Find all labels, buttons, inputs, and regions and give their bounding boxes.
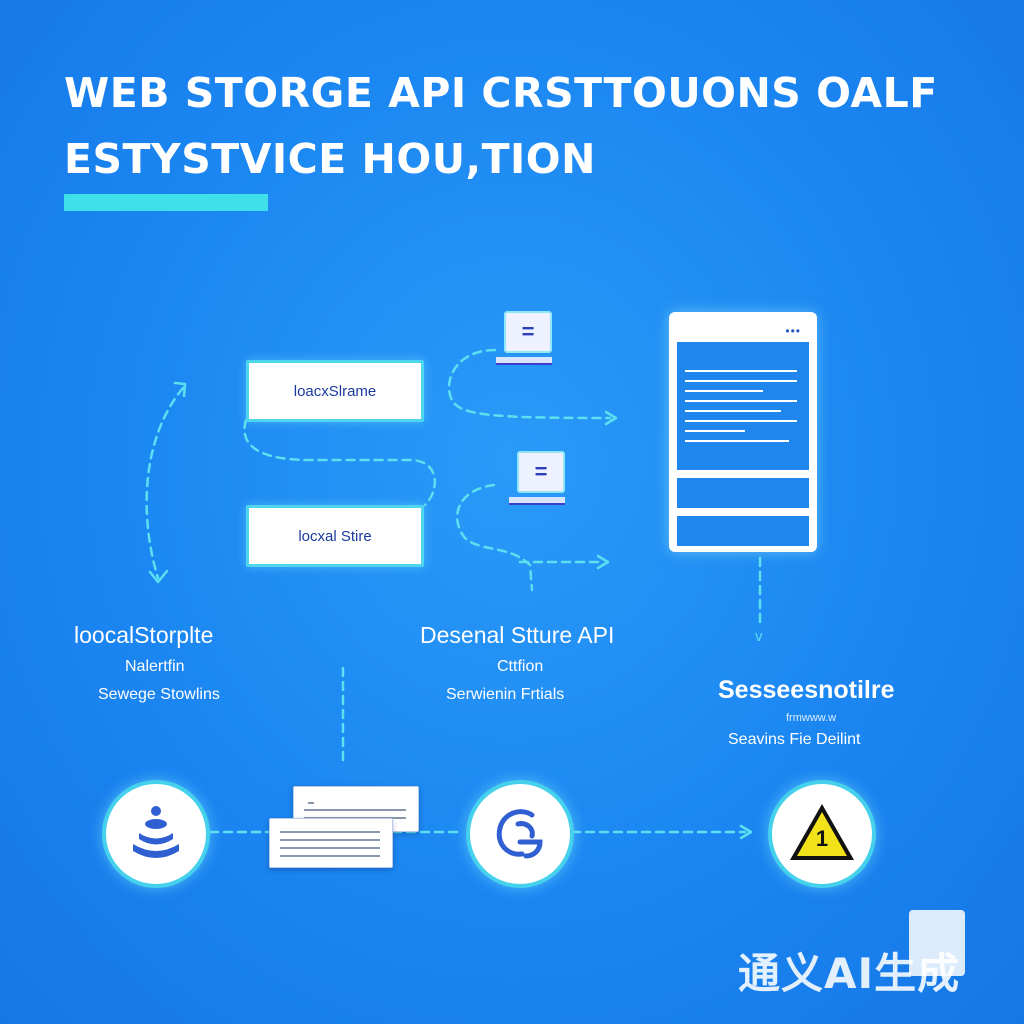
watermark-card (909, 910, 965, 976)
document-icon-bottom: = (517, 451, 565, 493)
right-label-tiny: frmwww.w (786, 712, 837, 724)
storage-box-bottom-label: locxal Stire (298, 527, 372, 545)
right-label-sub-2: Seavins Fie Deilint (728, 731, 861, 748)
mid-label-sub-2: Serwienin Frtials (446, 686, 565, 703)
device-down-arrow: v (755, 628, 763, 645)
device-dots: ••• (785, 324, 801, 338)
right-label-title: Sesseesnotilre (718, 676, 895, 704)
connector-box2-to-doc (456, 483, 534, 592)
arrowhead-top-left (173, 381, 187, 398)
left-label-title: loocalStorplte (74, 622, 214, 648)
device-screen (677, 342, 809, 470)
mid-label-title: Desenal Stture API (420, 622, 615, 648)
device-slot-1 (677, 478, 809, 508)
title-line-2: ESTYSTVICE HOU,TION (64, 135, 596, 183)
title-line-1: WEB STORGE API CRSTTOUONS OALF (64, 69, 938, 117)
arrowhead-bottom-left (148, 569, 169, 584)
mid-label-sub-1: Cttfion (497, 658, 544, 675)
document-icon-top-base (496, 357, 552, 365)
document-icon-bottom-base (509, 497, 565, 505)
device-slot-2 (677, 516, 809, 546)
page-title: WEB STORGE API CRSTTOUONS OALF ESTYSTVIC… (64, 60, 964, 192)
curved-arrow-left (145, 386, 185, 580)
connector-box1-to-doc (447, 348, 612, 420)
title-accent-bar (64, 194, 268, 211)
left-label-sub-1: Nalertfin (125, 658, 185, 675)
storage-box-top-label: loacxSlrame (293, 382, 377, 400)
arrowhead-row (739, 824, 753, 840)
storage-box-top: loacxSlrame (246, 360, 424, 422)
document-stack-icon (269, 818, 393, 868)
refresh-c-icon (466, 780, 574, 888)
warning-glyph: 1 (815, 826, 829, 851)
watermark-text: 通义AI生成 (738, 949, 961, 998)
arrowhead-box2 (596, 554, 610, 570)
device-screen-icon: ••• (669, 312, 817, 552)
arrowhead-box1 (604, 410, 618, 426)
left-label-sub-2: Sewege Stowlins (98, 686, 220, 703)
cylinder-stack-icon (102, 780, 210, 888)
document-icon-top: = (504, 311, 552, 353)
storage-box-bottom: locxal Stire (246, 505, 424, 567)
connector-box1-to-box2 (243, 418, 437, 507)
warning-icon: 1 (768, 780, 876, 888)
